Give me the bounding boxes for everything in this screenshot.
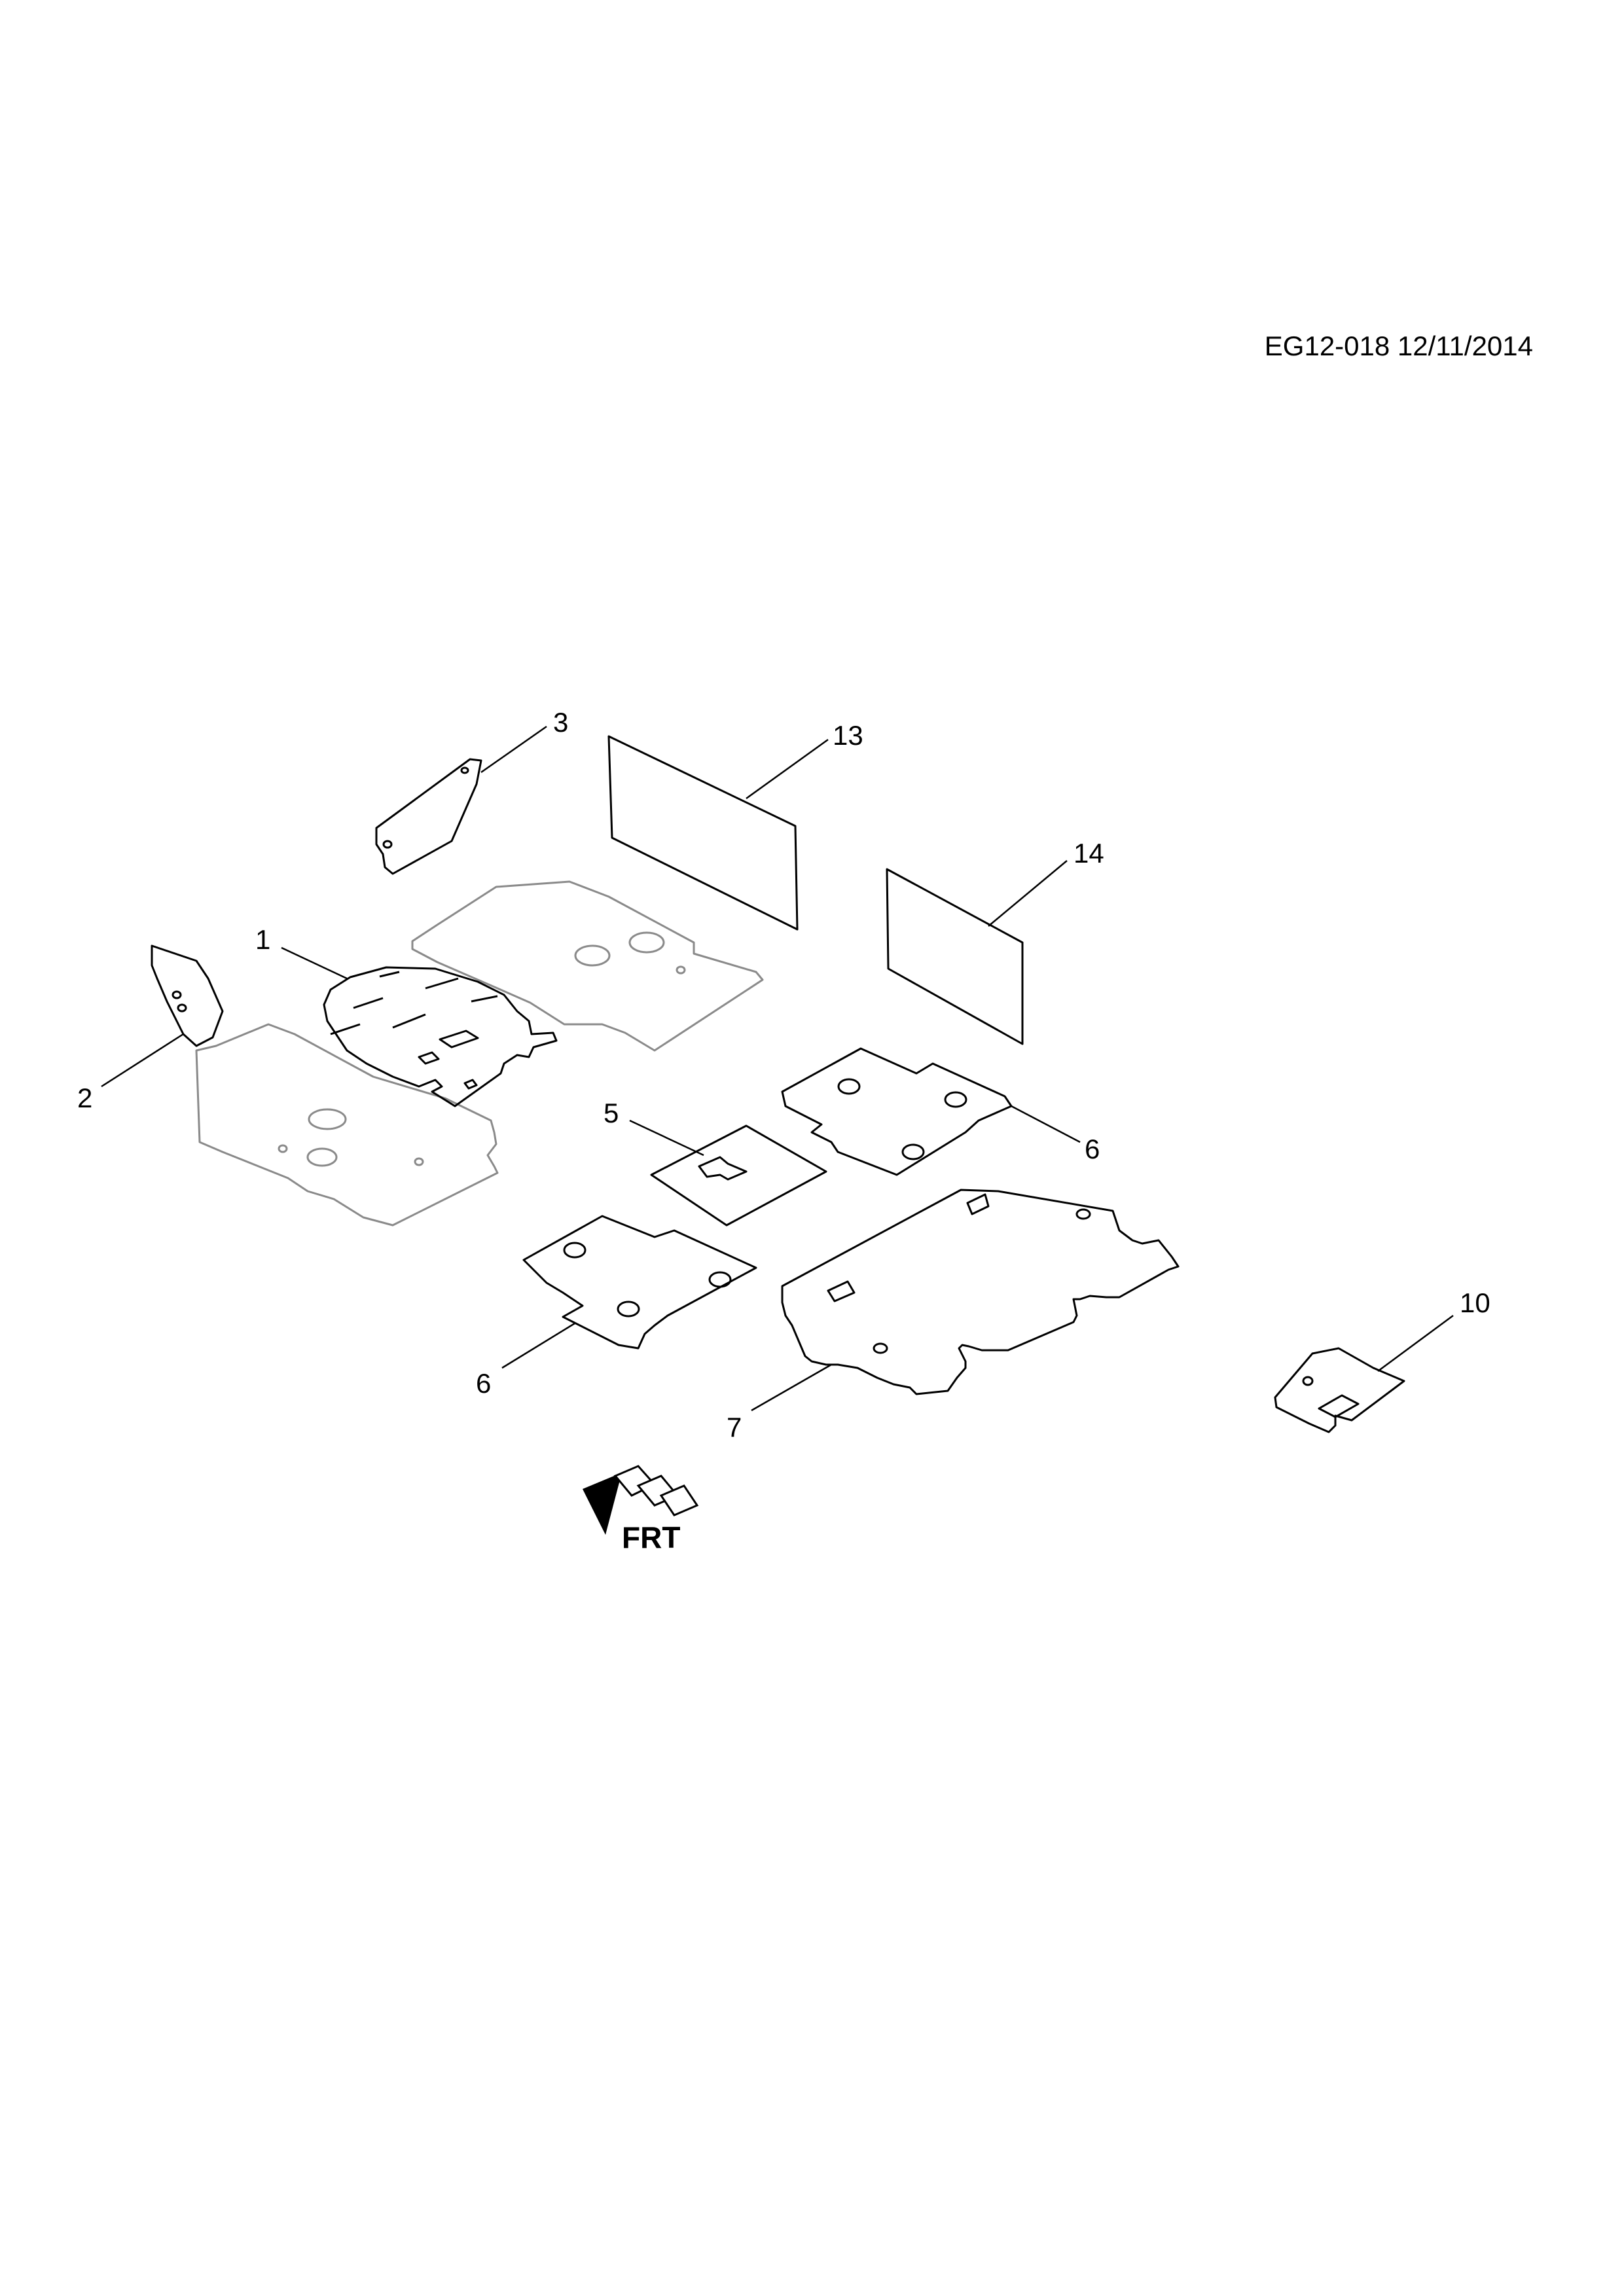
leader-line-10 [1377, 1314, 1454, 1372]
part-3-insulator-bracket [375, 758, 482, 875]
part-6-upper-pad [781, 1047, 1013, 1176]
part-7-hole [873, 1342, 888, 1354]
part-6-hole [837, 1078, 861, 1095]
part-6-hole [617, 1300, 640, 1318]
part-1-slot [330, 1023, 361, 1035]
part-6-hole [944, 1091, 967, 1108]
drawing-code: EG12-018 12/11/2014 [1265, 331, 1533, 361]
part-6-hole [563, 1242, 586, 1259]
ghost-hole [574, 944, 611, 967]
leader-line-1 [281, 946, 348, 980]
leader-line-6-lower [501, 1322, 575, 1369]
part-6-lower-pad [522, 1215, 757, 1350]
part-6-hole [708, 1271, 732, 1288]
part-6-hole [901, 1143, 925, 1160]
ghost-hole [308, 1108, 347, 1130]
front-marker-text: FRT [622, 1520, 680, 1554]
part-10-hole [1302, 1376, 1314, 1386]
part-7-cutout [966, 1193, 990, 1215]
callout-6-upper: 6 [1085, 1134, 1100, 1164]
part-5-small-pad [650, 1124, 827, 1227]
callout-2: 2 [77, 1083, 92, 1113]
part-10-cutout [1318, 1394, 1360, 1418]
leader-line-6-upper [1011, 1105, 1081, 1143]
part-7-rear-floor-insulator [781, 1189, 1180, 1395]
leader-line-7 [751, 1363, 832, 1412]
part-2-side-insulator [151, 944, 224, 1047]
part-1-slot [379, 971, 400, 978]
part-2-hole [177, 1003, 187, 1013]
callout-7: 7 [727, 1412, 742, 1443]
ghost-hole [628, 931, 665, 954]
ghost-panel-lower [195, 1023, 499, 1227]
leader-line-13 [746, 738, 829, 800]
part-14-pad [886, 868, 1024, 1045]
part-1-slot [471, 995, 498, 1003]
leader-line-14 [988, 860, 1068, 927]
callout-5: 5 [604, 1098, 619, 1128]
part-7-hole [1075, 1208, 1091, 1220]
callout-1: 1 [255, 924, 270, 955]
part-3-hole [382, 840, 393, 849]
part-1-cutout [463, 1079, 478, 1090]
part-1-slot [392, 1013, 426, 1029]
leader-line-3 [480, 725, 547, 774]
front-direction-arrow-icon: FRT [583, 1465, 699, 1554]
ghost-hole [676, 965, 686, 975]
part-1-cutout [418, 1051, 440, 1065]
part-1-slot [425, 977, 459, 990]
ghost-hole [306, 1147, 338, 1167]
part-1-floor-insulator [323, 966, 558, 1107]
ghost-hole [278, 1144, 288, 1153]
callout-13: 13 [833, 720, 863, 751]
part-1-slot [353, 997, 384, 1009]
callout-14: 14 [1074, 838, 1104, 869]
leader-line-2 [101, 1033, 184, 1088]
part-7-cutout [827, 1280, 856, 1302]
callout-10: 10 [1460, 1287, 1490, 1318]
callout-3: 3 [553, 707, 568, 738]
part-3-hole [460, 766, 469, 774]
part-5-cutout [698, 1156, 748, 1181]
leader-line-5 [629, 1119, 704, 1157]
part-10-insulator [1274, 1347, 1405, 1433]
callout-6-lower: 6 [476, 1368, 491, 1399]
part-1-cutout [439, 1030, 479, 1049]
ghost-panel-upper [411, 880, 764, 1052]
part-2-hole [171, 990, 182, 999]
part-13-pad [607, 735, 799, 931]
ghost-hole [414, 1157, 424, 1166]
